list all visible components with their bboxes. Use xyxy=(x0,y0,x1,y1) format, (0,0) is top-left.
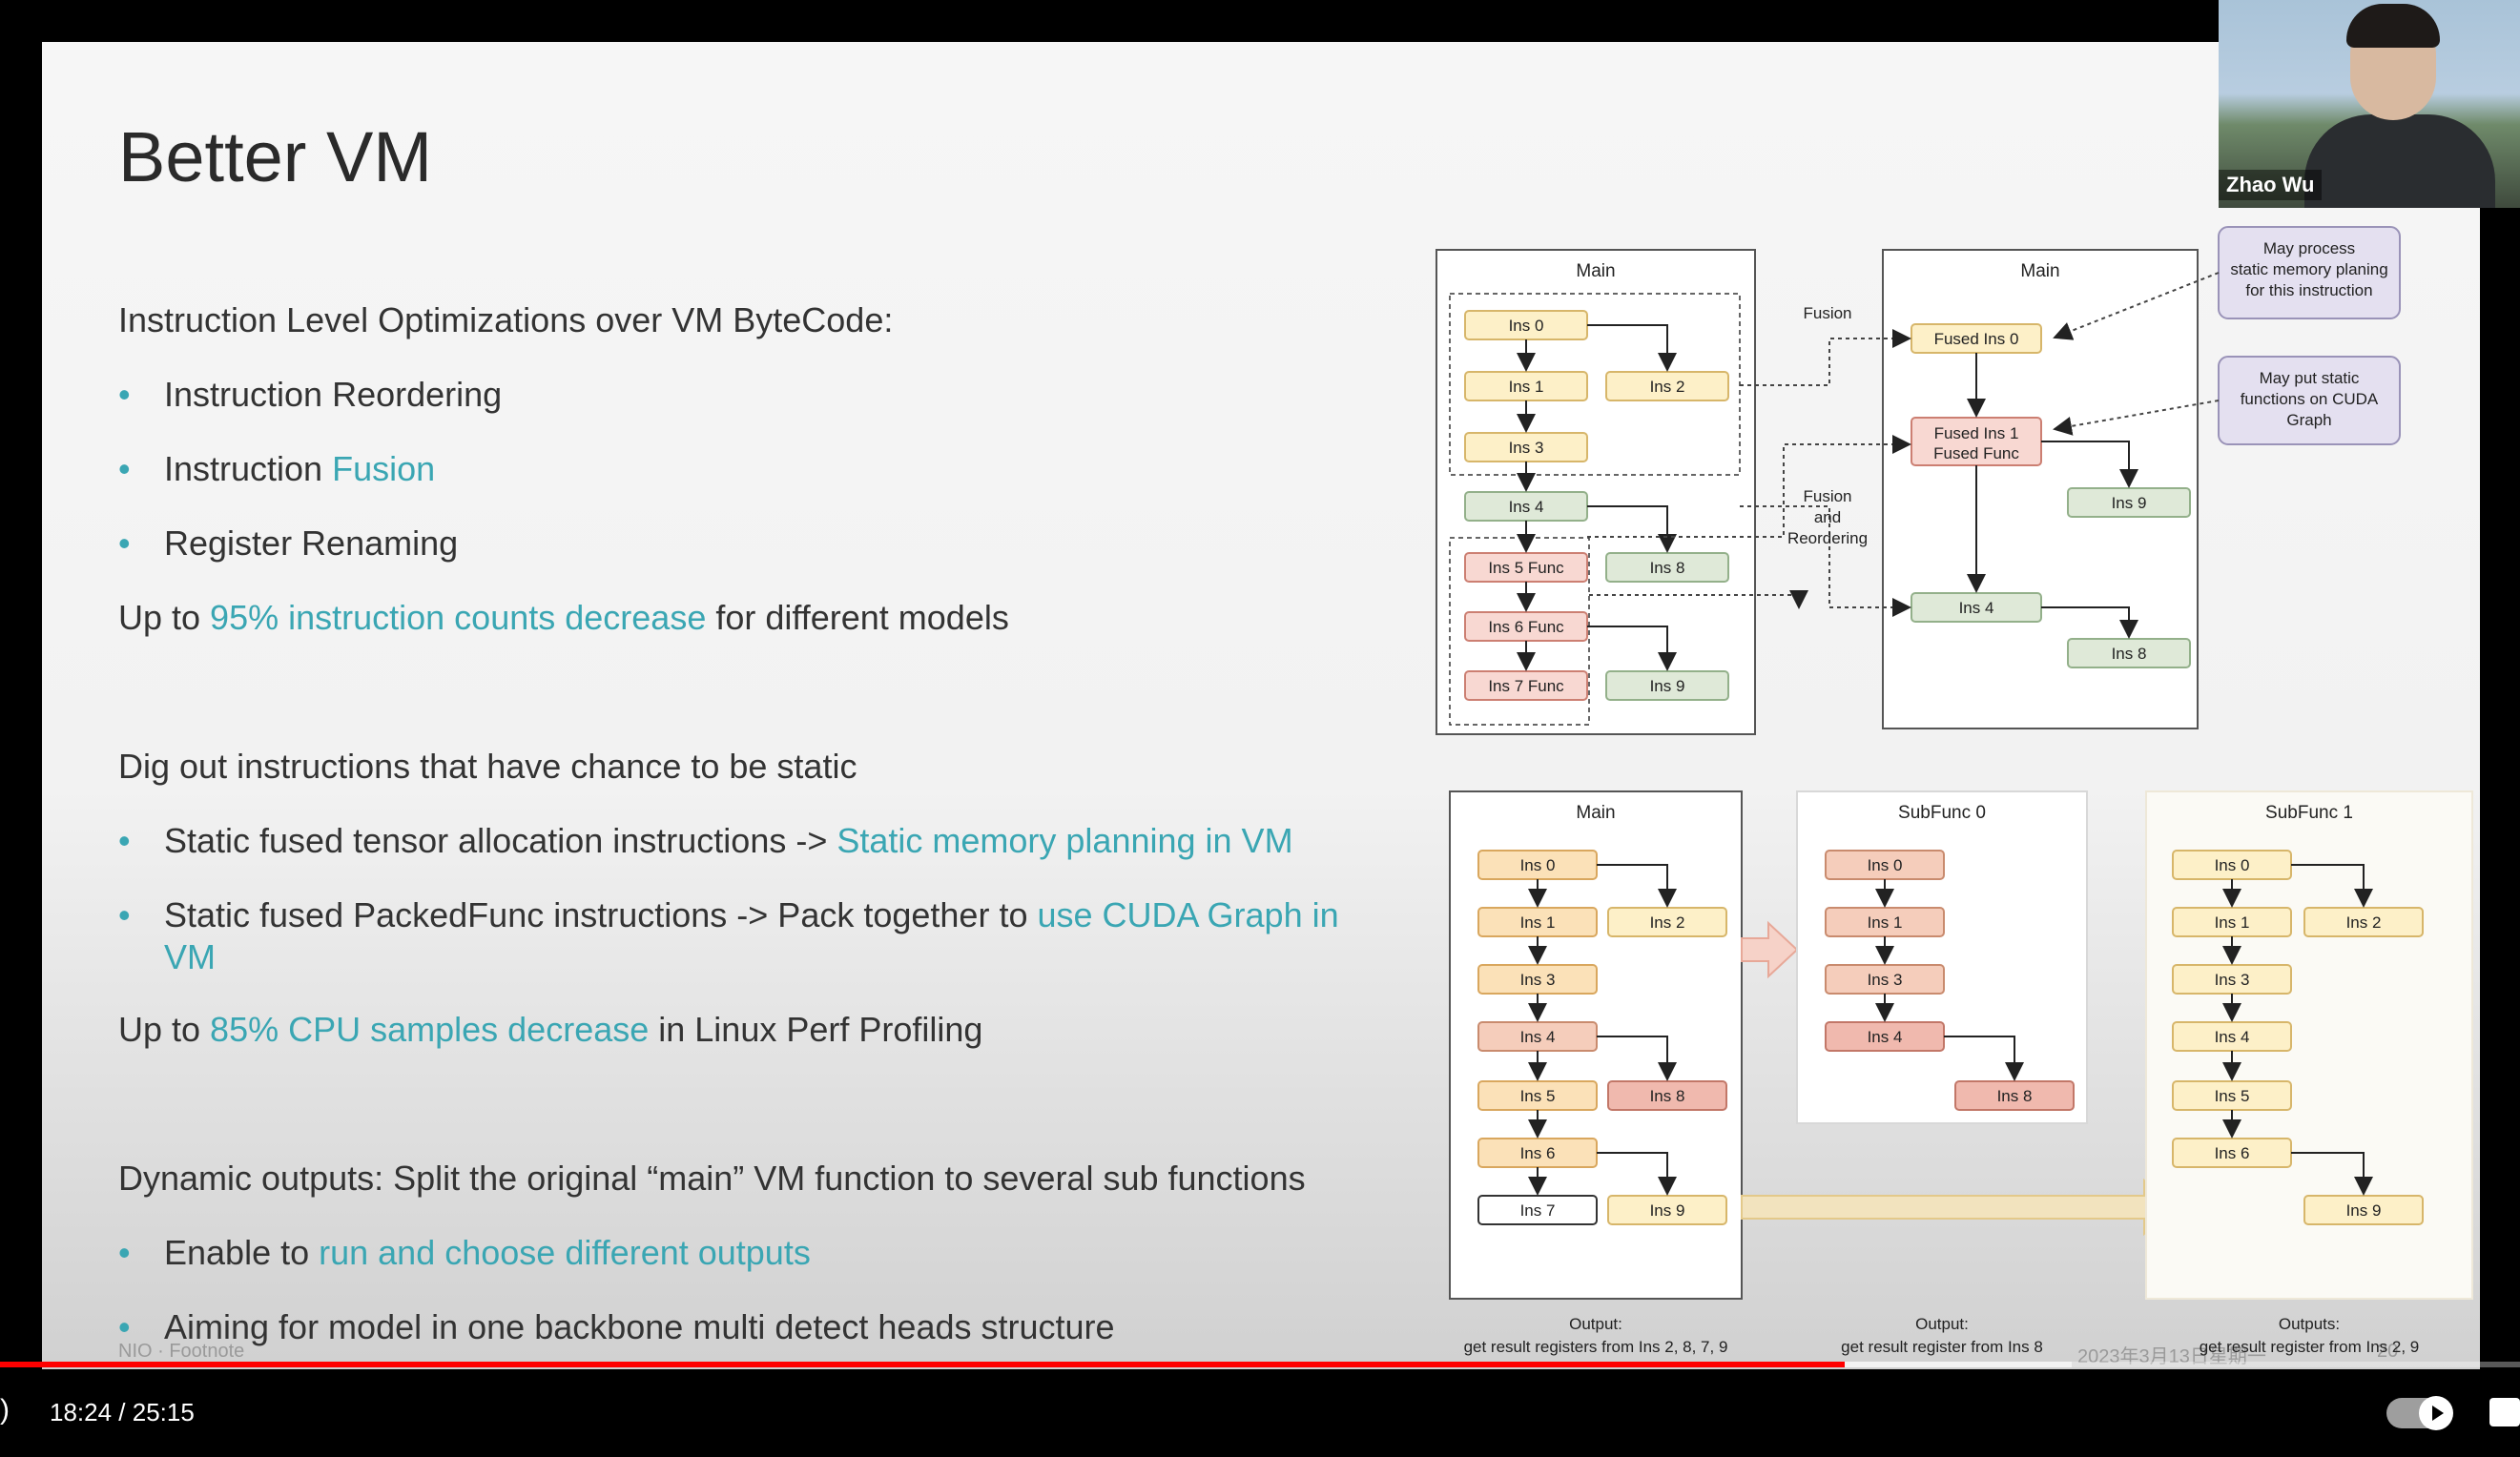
tr-node-fused-ins0: Fused Ins 0 xyxy=(1934,330,2019,348)
svg-text:get result registers from Ins: get result registers from Ins 2, 8, 7, 9 xyxy=(1464,1338,1728,1356)
bullet-multi-heads: •Aiming for model in one backbone multi … xyxy=(118,1307,1115,1346)
page-number: 20 xyxy=(2377,1341,2399,1362)
svg-text:get result register from Ins 8: get result register from Ins 8 xyxy=(1841,1338,2043,1356)
svg-text:Ins 6: Ins 6 xyxy=(2215,1144,2250,1162)
tr-node-fused-func: Fused Func xyxy=(1933,444,2019,462)
svg-text:Ins 9: Ins 9 xyxy=(1650,1201,1685,1220)
diagrams: Main Ins 0 Ins 1 Ins 2 Ins 3 Ins 4 Ins 8… xyxy=(1436,226,2473,1356)
played-bar xyxy=(0,1362,1845,1367)
svg-text:static memory planing: static memory planing xyxy=(2230,260,2387,278)
bottom-main-title: Main xyxy=(1576,803,1615,823)
svg-text:Ins 3: Ins 3 xyxy=(2215,971,2250,989)
subfunc0-box xyxy=(1796,790,2088,1124)
volume-icon[interactable]: ) xyxy=(0,1394,10,1426)
slide-date: 2023年3月13日星期一 xyxy=(2077,1346,2266,1367)
player-controls: ) 18:24 / 25:15 xyxy=(0,1369,2520,1457)
tl-node-ins0: Ins 0 xyxy=(1509,317,1544,335)
tl-node-ins7: Ins 7 Func xyxy=(1488,677,1564,695)
svg-text:Ins 1: Ins 1 xyxy=(1868,913,1903,932)
svg-text:Ins 4: Ins 4 xyxy=(2215,1028,2250,1046)
tl-node-ins9: Ins 9 xyxy=(1650,677,1685,695)
svg-text:Ins 3: Ins 3 xyxy=(1868,971,1903,989)
autoplay-toggle[interactable] xyxy=(2386,1396,2453,1430)
svg-text:Ins 4: Ins 4 xyxy=(1520,1028,1556,1046)
bullet-choose-outputs: •Enable to run and choose different outp… xyxy=(118,1233,811,1272)
time-display: 18:24 / 25:15 xyxy=(50,1398,195,1426)
captions-icon[interactable] xyxy=(2489,1398,2520,1426)
progress-bar[interactable] xyxy=(0,1362,2520,1367)
stat-cpu-samples: Up to 85% CPU samples decrease in Linux … xyxy=(118,1010,983,1049)
tl-node-ins3: Ins 3 xyxy=(1509,439,1544,457)
bullet-reordering: •Instruction Reordering xyxy=(118,375,503,414)
svg-text:Ins 4: Ins 4 xyxy=(1868,1028,1903,1046)
bullet-register-renaming: •Register Renaming xyxy=(118,523,459,563)
slide-title: Better VM xyxy=(118,117,432,196)
top-main-left-title: Main xyxy=(1576,261,1615,281)
svg-text:Ins 2: Ins 2 xyxy=(2346,913,2382,932)
section2-heading: Dig out instructions that have chance to… xyxy=(118,747,857,786)
fusion-reorder-label-2: and xyxy=(1814,508,1841,526)
webcam-name: Zhao Wu xyxy=(2219,170,2323,200)
svg-text:Ins 3: Ins 3 xyxy=(1520,971,1556,989)
svg-text:functions on CUDA: functions on CUDA xyxy=(2241,390,2379,408)
fusion-reorder-label-1: Fusion xyxy=(1803,487,1851,505)
svg-text:Ins 5: Ins 5 xyxy=(1520,1087,1556,1105)
svg-text:Ins 8: Ins 8 xyxy=(1650,1087,1685,1105)
svg-text:Ins 0: Ins 0 xyxy=(1520,856,1556,874)
top-main-right-title: Main xyxy=(2020,261,2059,281)
svg-text:get result register from Ins 2: get result register from Ins 2, 9 xyxy=(2200,1338,2420,1356)
tl-node-ins8: Ins 8 xyxy=(1650,559,1685,577)
section1-heading: Instruction Level Optimizations over VM … xyxy=(118,300,894,339)
svg-text:Ins 6: Ins 6 xyxy=(1520,1144,1556,1162)
svg-text:Ins 5: Ins 5 xyxy=(2215,1087,2250,1105)
bullet-cuda-graph: •Static fused PackedFunc instructions ->… xyxy=(118,895,1339,976)
webcam-overlay: Zhao Wu xyxy=(2219,0,2520,208)
play-icon xyxy=(2419,1396,2453,1430)
subfunc0-title: SubFunc 0 xyxy=(1898,803,1986,823)
bullet-static-memory: •Static fused tensor allocation instruct… xyxy=(118,821,1293,860)
tl-node-ins2: Ins 2 xyxy=(1650,378,1685,396)
tl-node-ins4: Ins 4 xyxy=(1509,498,1544,516)
svg-text:Output:: Output: xyxy=(1915,1315,1969,1333)
slide: Better VM Instruction Level Optimization… xyxy=(42,42,2480,1394)
svg-text:for this instruction: for this instruction xyxy=(2245,281,2372,299)
tr-node-ins9: Ins 9 xyxy=(2112,494,2147,512)
tr-node-ins4: Ins 4 xyxy=(1959,599,1994,617)
svg-text:Graph: Graph xyxy=(2286,411,2331,429)
section3-heading: Dynamic outputs: Split the original “mai… xyxy=(118,1159,1306,1198)
svg-text:Ins 7: Ins 7 xyxy=(1520,1201,1556,1220)
tr-node-fused-ins1: Fused Ins 1 xyxy=(1934,424,2019,442)
svg-text:Ins 2: Ins 2 xyxy=(1650,913,1685,932)
svg-text:May put static: May put static xyxy=(2260,369,2360,387)
tl-node-ins1: Ins 1 xyxy=(1509,378,1544,396)
svg-text:Ins 1: Ins 1 xyxy=(1520,913,1556,932)
svg-text:May process: May process xyxy=(2263,239,2355,257)
svg-text:Outputs:: Outputs: xyxy=(2279,1315,2340,1333)
svg-text:Ins 0: Ins 0 xyxy=(1868,856,1903,874)
tr-node-ins8: Ins 8 xyxy=(2112,645,2147,663)
buffered-bar xyxy=(1845,1362,2072,1367)
svg-text:Ins 9: Ins 9 xyxy=(2346,1201,2382,1220)
tl-node-ins6: Ins 6 Func xyxy=(1488,618,1564,636)
svg-text:Ins 8: Ins 8 xyxy=(1997,1087,2033,1105)
svg-text:Output:: Output: xyxy=(1569,1315,1622,1333)
svg-text:Ins 1: Ins 1 xyxy=(2215,913,2250,932)
fusion-label: Fusion xyxy=(1803,304,1851,322)
bullet-fusion: •Instruction Fusion xyxy=(118,449,436,488)
stat-instruction-counts: Up to 95% instruction counts decrease fo… xyxy=(118,598,1009,637)
tl-node-ins5: Ins 5 Func xyxy=(1488,559,1564,577)
fusion-reorder-label-3: Reordering xyxy=(1787,529,1868,547)
subfunc1-title: SubFunc 1 xyxy=(2265,803,2353,823)
svg-text:Ins 0: Ins 0 xyxy=(2215,856,2250,874)
footnote: NIO · Footnote xyxy=(118,1341,245,1362)
